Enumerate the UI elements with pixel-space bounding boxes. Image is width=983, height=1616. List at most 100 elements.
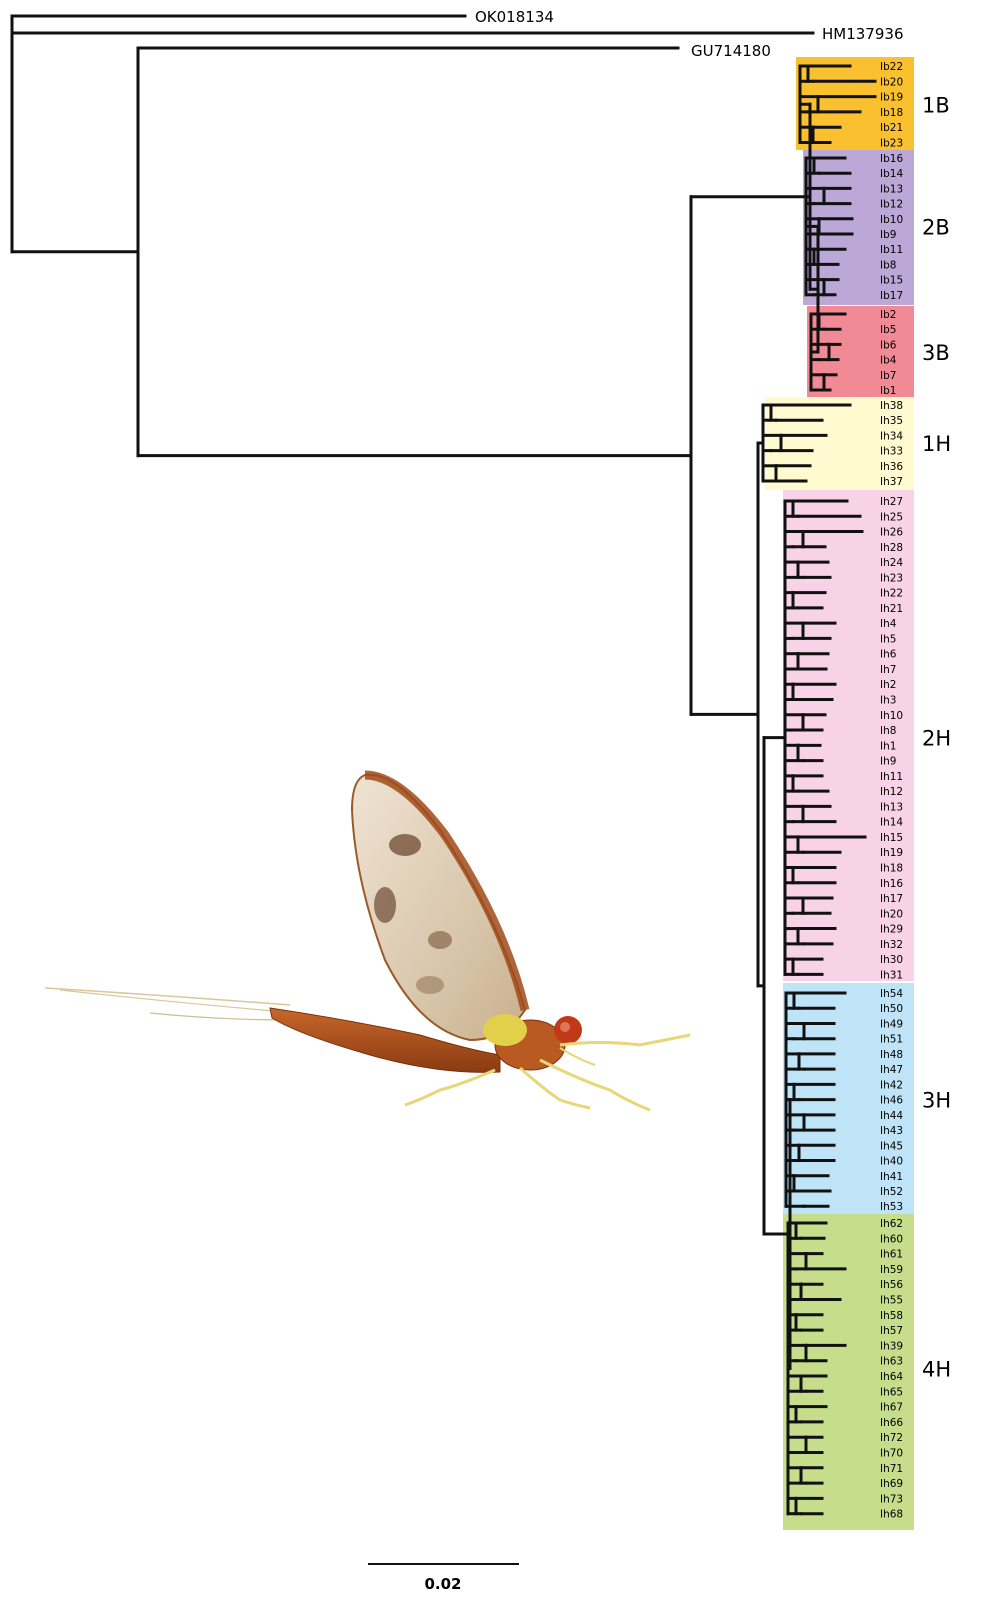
leaf-label: Ib22: [880, 61, 903, 73]
clade-label-2h: 2H: [922, 727, 951, 751]
leaf-label: Ih4: [880, 618, 897, 630]
leaf-label: Ih5: [880, 633, 896, 645]
leaf-label: Ib16: [880, 153, 903, 165]
leaf-label: Ih72: [880, 1432, 903, 1444]
leaf-label: Ih63: [880, 1356, 903, 1368]
leaf-label: Ih51: [880, 1034, 903, 1046]
clade-label-3b: 3B: [922, 341, 950, 365]
scale-bar-label: 0.02: [424, 1575, 461, 1593]
leaf-label: Ih53: [880, 1201, 903, 1213]
leaf-label: Ih42: [880, 1079, 903, 1091]
leaf-label: Ih61: [880, 1249, 903, 1261]
leaf-label: Ih45: [880, 1140, 903, 1152]
leaf-label: Ib17: [880, 290, 903, 302]
leaf-label: Ib6: [880, 339, 897, 351]
leaf-label: Ih55: [880, 1295, 903, 1307]
leaf-label: Ih41: [880, 1171, 903, 1183]
leaf-label: Ih68: [880, 1509, 903, 1521]
leaf-label: Ih23: [880, 572, 903, 584]
leaf-label: Ih73: [880, 1493, 903, 1505]
leaf-label: Ib19: [880, 92, 903, 104]
leaf-label: Ih20: [880, 908, 903, 920]
mayfly-photo: [45, 775, 690, 1110]
leaf-label: Ih57: [880, 1325, 903, 1337]
leaf-label: Ih39: [880, 1340, 903, 1352]
leaf-label: Ib20: [880, 76, 903, 88]
outgroup-label-gu714180: GU714180: [691, 42, 771, 60]
leaf-label: Ib11: [880, 244, 903, 256]
leaf-label: Ih19: [880, 847, 903, 859]
leaf-label: Ih48: [880, 1049, 903, 1061]
leaf-label: Ih25: [880, 511, 903, 523]
leaf-label: Ih69: [880, 1478, 903, 1490]
leaf-label: Ib21: [880, 122, 903, 134]
leaf-label: Ih9: [880, 756, 896, 768]
leaf-label: Ih1: [880, 740, 896, 752]
leaf-label: Ib13: [880, 183, 903, 195]
leaf-label: Ib4: [880, 355, 897, 367]
leaf-label: Ih10: [880, 710, 903, 722]
leaf-label: Ih40: [880, 1156, 903, 1168]
leaf-label: Ih7: [880, 664, 896, 676]
outgroup-label-ok018134: OK018134: [475, 8, 554, 26]
leaf-label: Ih30: [880, 954, 903, 966]
clade-label-1b: 1B: [922, 93, 950, 117]
leaf-label: Ih38: [880, 400, 903, 412]
leaf-label: Ih64: [880, 1371, 903, 1383]
leaf-label: Ib12: [880, 199, 903, 211]
clade-label-3h: 3H: [922, 1089, 951, 1113]
leaf-label: Ih17: [880, 893, 903, 905]
leaf-label: Ib10: [880, 214, 903, 226]
leaf-label: Ih36: [880, 461, 903, 473]
outgroup-label-hm137936: HM137936: [822, 25, 903, 43]
leaf-label: Ih32: [880, 939, 903, 951]
leaf-label: Ih34: [880, 430, 903, 442]
leaf-label: Ih31: [880, 969, 903, 981]
leaf-label: Ib7: [880, 370, 896, 382]
leaf-label: Ih3: [880, 695, 896, 707]
clade-label-4h: 4H: [922, 1357, 951, 1381]
leaf-label: Ih14: [880, 817, 903, 829]
leaf-label: Ih11: [880, 771, 903, 783]
leaf-label: Ih12: [880, 786, 903, 798]
leaf-label: Ib9: [880, 229, 896, 241]
leaf-label: Ih56: [880, 1279, 903, 1291]
leaf-label: Ih18: [880, 862, 903, 874]
leaf-label: Ih29: [880, 924, 903, 936]
leaf-label: Ih13: [880, 801, 903, 813]
leaf-label: Ih58: [880, 1310, 903, 1322]
leaf-label: Ih26: [880, 527, 903, 539]
leaf-label: Ih21: [880, 603, 903, 615]
leaf-label: Ih66: [880, 1417, 903, 1429]
leaf-label: Ih44: [880, 1110, 903, 1122]
leaf-label: Ih59: [880, 1264, 903, 1276]
leaf-label: Ih47: [880, 1064, 903, 1076]
leaf-label: Ih33: [880, 446, 903, 458]
clade-label-1h: 1H: [922, 432, 951, 456]
leaf-label: Ih15: [880, 832, 903, 844]
leaf-label: Ib8: [880, 259, 896, 271]
leaf-label: Ih2: [880, 679, 896, 691]
leaf-label: Ih28: [880, 542, 903, 554]
leaf-label: Ih27: [880, 496, 903, 508]
leaf-label: Ih24: [880, 557, 903, 569]
leaf-label: Ih62: [880, 1218, 903, 1230]
leaf-label: Ib2: [880, 309, 896, 321]
leaf-label: Ih37: [880, 476, 903, 488]
leaf-label: Ih71: [880, 1463, 903, 1475]
leaf-label: Ib1: [880, 385, 896, 397]
leaf-label: Ih52: [880, 1186, 903, 1198]
leaf-label: Ib18: [880, 107, 903, 119]
leaf-label: Ih67: [880, 1402, 903, 1414]
leaf-label: Ih70: [880, 1448, 903, 1460]
leaf-label: Ih54: [880, 988, 903, 1000]
leaf-label: Ih50: [880, 1003, 903, 1015]
leaf-label: Ib14: [880, 168, 903, 180]
leaf-label: Ih16: [880, 878, 903, 890]
leaf-label: Ih8: [880, 725, 896, 737]
leaf-label: Ib23: [880, 138, 903, 150]
clade-label-2b: 2B: [922, 215, 950, 239]
leaf-label: Ih6: [880, 649, 897, 661]
leaf-label: Ih22: [880, 588, 903, 600]
